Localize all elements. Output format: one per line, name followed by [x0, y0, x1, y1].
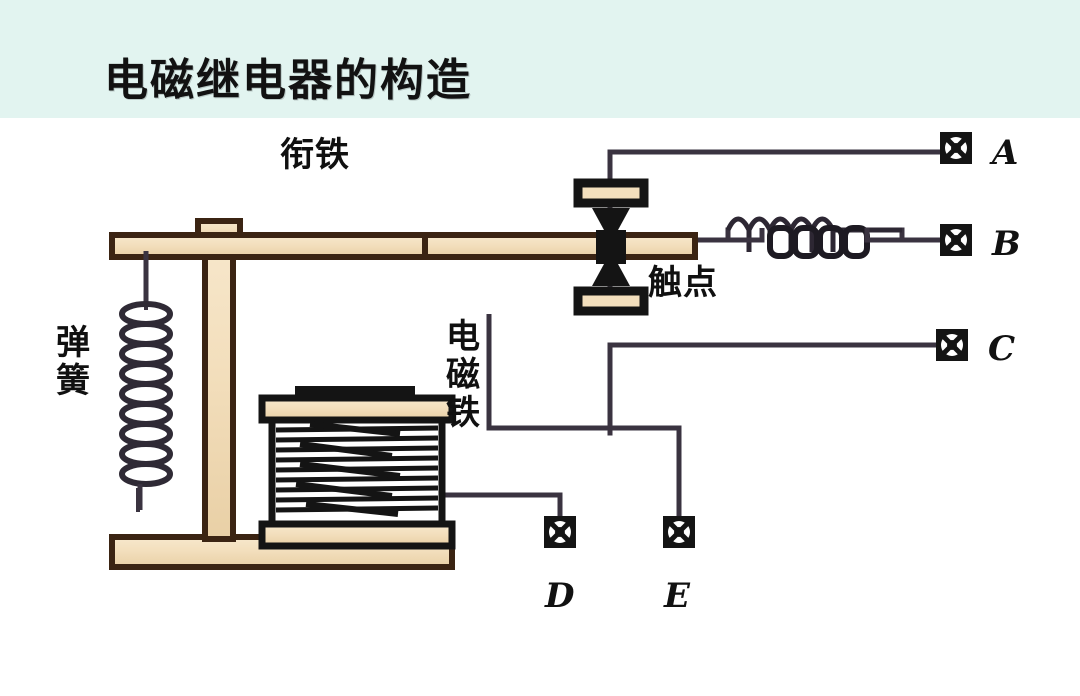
terminal-A — [940, 132, 972, 164]
relay-schematic-svg — [109, 132, 972, 570]
label-electromagnet: 电磁铁 — [446, 317, 480, 434]
terminal-C — [936, 329, 968, 361]
spring — [119, 251, 173, 510]
electromagnet-top-cap — [295, 386, 415, 398]
terminal-D — [544, 516, 576, 548]
terminal-label-B: B — [992, 224, 1021, 264]
pivot-post — [202, 218, 236, 542]
electromagnet — [258, 386, 456, 550]
terminal-label-C: C — [988, 329, 1016, 369]
wiring — [136, 149, 947, 519]
wire-lower-contact-to-C — [607, 342, 943, 436]
terminals — [544, 132, 972, 548]
terminal-B — [940, 224, 972, 256]
page-title: 电磁继电器的构造 — [104, 55, 472, 106]
label-spring: 弹簧 — [56, 323, 90, 402]
label-armature: 衔铁 — [280, 135, 350, 175]
terminal-label-E: E — [664, 576, 690, 616]
title-band — [0, 0, 1080, 118]
moving-contact — [596, 230, 626, 264]
lower-contact — [573, 258, 649, 316]
terminal-E — [663, 516, 695, 548]
contact-assembly — [573, 178, 649, 316]
label-contact-point: 触点 — [648, 263, 718, 303]
wire-electromagnet-to-E — [486, 425, 682, 519]
relay-diagram: 衔铁 弹簧 电磁铁 触点 A B C D E — [0, 118, 1080, 696]
upper-contact — [573, 178, 649, 238]
inductor-leads — [694, 228, 940, 243]
inductor-coil-windings — [767, 225, 870, 259]
terminal-label-A: A — [992, 133, 1019, 173]
electromagnet-winding-accents — [295, 421, 401, 517]
wire-electromagnet-to-D — [440, 492, 563, 519]
electromagnet-bottom-flange — [258, 520, 456, 550]
terminal-label-D: D — [545, 576, 575, 616]
armature-arm — [109, 232, 698, 260]
